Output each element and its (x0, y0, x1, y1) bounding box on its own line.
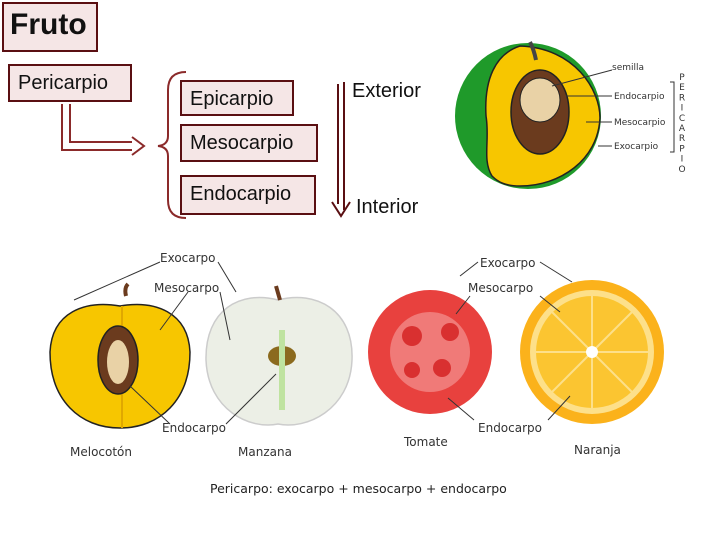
interior-label: Interior (356, 196, 419, 218)
vertical-letter: P (679, 73, 685, 83)
exterior-label: Exterior (352, 80, 421, 102)
endocarpio-label: Endocarpio (190, 183, 292, 205)
vertical-letter: R (679, 134, 685, 144)
peach-endocarpio-label: Endocarpio (614, 92, 665, 102)
vertical-letter: E (679, 83, 685, 93)
peach-pointer-lines (551, 69, 613, 147)
peach-section (455, 41, 601, 189)
endocarpo-left-label: Endocarpo (162, 421, 226, 435)
endocarpio-box: Endocarpio (180, 175, 316, 215)
peach-mesocarpio-label: Mesocarpio (614, 118, 666, 128)
epicarpio-box: Epicarpio (180, 80, 294, 116)
manzana-illustration (205, 285, 353, 426)
bracket (157, 71, 187, 219)
melocoton-illustration (49, 282, 191, 429)
endocarpo-right-label: Endocarpo (478, 421, 542, 435)
vertical-letter: O (678, 165, 685, 175)
vertical-letter: A (679, 124, 686, 134)
vertical-letter: R (679, 93, 685, 103)
mesocarpio-box: Mesocarpio (180, 124, 318, 162)
melocoton-name: Melocotón (70, 445, 132, 459)
vertical-letter: I (681, 104, 684, 114)
vertical-letter: C (679, 114, 685, 124)
page-title: Fruto (10, 8, 87, 41)
naranja-illustration (520, 280, 664, 424)
fruit-pointer-lines (73, 261, 573, 425)
exocarpo-left-label: Exocarpo (160, 251, 216, 265)
exocarpo-right-label: Exocarpo (480, 256, 536, 270)
figure-caption: Pericarpo: exocarpo + mesocarpo + endoca… (210, 481, 507, 496)
epicarpio-label: Epicarpio (190, 88, 274, 110)
tomate-name: Tomate (403, 435, 448, 449)
naranja-name: Naranja (574, 443, 621, 457)
pericarpio-bracket (670, 81, 675, 153)
tomate-illustration (368, 290, 492, 414)
pericarpio-label: Pericarpio (18, 72, 109, 94)
semilla-label: semilla (612, 63, 644, 73)
mesocarpo-right-label: Mesocarpo (468, 281, 533, 295)
manzana-name: Manzana (238, 445, 292, 459)
vertical-letter: I (681, 155, 684, 165)
title-box: Fruto (2, 2, 98, 52)
mesocarpo-left-label: Mesocarpo (154, 281, 219, 295)
vertical-letter: P (679, 144, 685, 154)
exterior-interior-arrow (331, 82, 351, 218)
pericarpio-arrow (61, 104, 146, 156)
mesocarpio-label: Mesocarpio (190, 132, 294, 154)
peach-exocarpio-label: Exocarpio (614, 142, 659, 152)
pericarpio-box: Pericarpio (8, 64, 132, 102)
